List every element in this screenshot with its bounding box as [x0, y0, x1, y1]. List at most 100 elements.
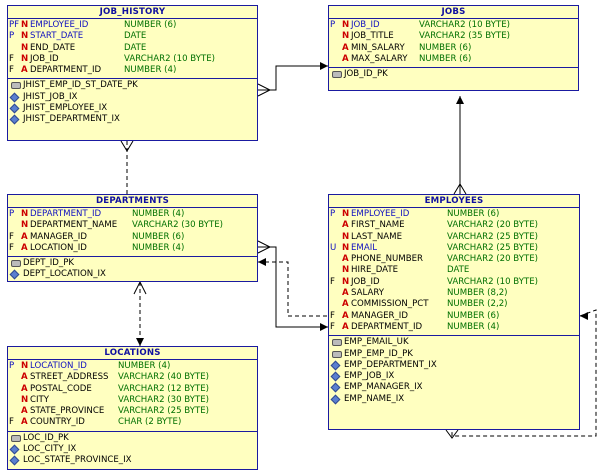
column-name: POSTAL_CODE — [30, 383, 92, 394]
mandatory-mark: N — [342, 231, 350, 242]
index-icon — [330, 371, 341, 382]
mandatory-mark: N — [21, 42, 29, 53]
key-flag: P — [330, 209, 336, 219]
index-row[interactable]: DEPT_LOCATION_IX — [8, 269, 257, 280]
column-type: VARCHAR2 (25 BYTE) — [118, 406, 209, 417]
column-name: JOB_ID — [30, 53, 59, 64]
key-flag: U — [330, 242, 337, 253]
index-row[interactable]: EMP_EMP_ID_PK — [329, 349, 579, 360]
index-row[interactable]: JHIST_EMP_ID_ST_DATE_PK — [8, 80, 257, 91]
mandatory-mark: N — [21, 20, 29, 30]
mandatory-mark: A — [21, 383, 28, 394]
index-row[interactable]: DEPT_ID_PK — [8, 258, 257, 269]
column-name: MANAGER_ID — [351, 310, 408, 321]
index-name: EMP_MANAGER_IX — [344, 382, 423, 393]
column-type: NUMBER (8,2) — [447, 288, 508, 299]
rel-employees-self — [451, 309, 597, 437]
index-row[interactable]: EMP_DEPARTMENT_IX — [329, 360, 579, 371]
index-row[interactable]: EMP_JOB_IX — [329, 371, 579, 382]
index-row[interactable]: JHIST_JOB_IX — [8, 92, 257, 103]
mandatory-mark: A — [21, 417, 28, 428]
column-type: NUMBER (6) — [447, 310, 500, 321]
column-type: VARCHAR2 (30 BYTE) — [132, 220, 223, 231]
key-flag: F — [9, 53, 14, 64]
index-name: EMP_DEPARTMENT_IX — [344, 359, 437, 370]
column-type: NUMBER (2,2) — [447, 299, 508, 310]
index-row[interactable]: LOC_STATE_PROVINCE_IX — [8, 455, 257, 466]
index-row[interactable]: EMP_NAME_IX — [329, 394, 579, 405]
index-row[interactable]: EMP_MANAGER_IX — [329, 382, 579, 393]
arrow-jobs — [320, 62, 328, 70]
arrow-employees — [320, 323, 328, 331]
mandatory-mark: A — [342, 288, 349, 299]
mandatory-mark: A — [342, 310, 349, 321]
column-name: CITY — [30, 394, 50, 405]
arrow-locations — [136, 338, 144, 346]
column-type: CHAR (2 BYTE) — [118, 417, 182, 428]
column-name: COUNTRY_ID — [30, 417, 85, 428]
index-row[interactable]: JHIST_DEPARTMENT_IX — [8, 114, 257, 125]
index-icon — [9, 270, 20, 280]
index-row[interactable]: JOB_ID_PK — [329, 69, 578, 80]
index-name: LOC_ID_PK — [23, 432, 69, 443]
mandatory-mark: N — [21, 394, 29, 405]
mandatory-mark: N — [342, 276, 350, 287]
column-name: LOCATION_ID — [30, 242, 87, 253]
arrow-jobs-up — [456, 96, 464, 104]
column-name: LAST_NAME — [351, 231, 403, 242]
column-type: NUMBER (4) — [118, 361, 171, 371]
index-row[interactable]: JHIST_EMPLOYEE_IX — [8, 103, 257, 114]
column-type: VARCHAR2 (20 BYTE) — [447, 220, 538, 231]
column-name: EMPLOYEE_ID — [30, 20, 89, 30]
key-icon — [332, 71, 342, 79]
index-row[interactable]: EMP_EMAIL_UK — [329, 337, 579, 348]
column-name: JOB_ID — [351, 20, 380, 30]
index-icon — [330, 360, 341, 371]
column-name: END_DATE — [30, 42, 76, 53]
mandatory-mark: A — [342, 53, 349, 64]
index-row[interactable]: LOC_ID_PK — [8, 433, 257, 444]
index-row[interactable]: LOC_CITY_IX — [8, 444, 257, 455]
column-type: NUMBER (4) — [132, 242, 185, 253]
